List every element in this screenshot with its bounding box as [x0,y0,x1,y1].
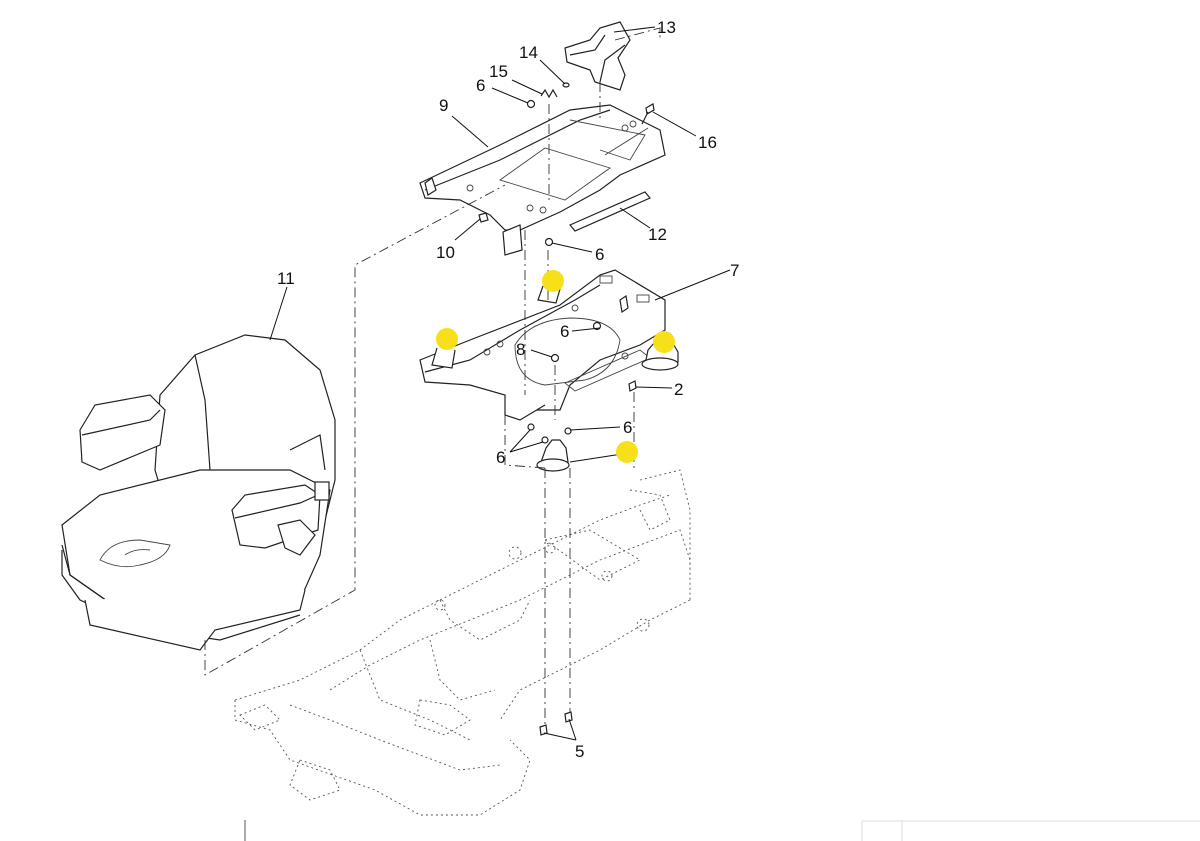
callout-6-plate: 6 [560,322,569,341]
seat-plate-drawing [419,269,679,421]
page-edge-marks [244,820,1200,841]
callout-labels: 13 14 15 6 9 16 12 10 6 11 7 6 8 2 6 6 5 [277,18,739,761]
tractor-frame-drawing [234,469,691,816]
leader-lines [269,26,731,741]
callout-6-frame: 6 [595,245,604,264]
callout-15: 15 [489,62,508,81]
callout-11: 11 [277,269,295,288]
highlight-marker-isolator-left [436,328,458,350]
seat-drawing [61,334,336,651]
callout-16: 16 [698,133,717,152]
callout-12: 12 [648,225,667,244]
callout-6-right: 6 [623,418,632,437]
bracket-drawing [564,21,631,91]
hardware-drawing [478,82,655,736]
callout-14: 14 [519,43,538,62]
callout-7: 7 [730,261,739,280]
callout-8: 8 [516,340,525,359]
callout-6-left: 6 [496,448,505,467]
highlight-marker-isolator-top [542,270,564,292]
callout-13: 13 [657,18,676,37]
highlight-marker-isolator-right [653,331,675,353]
assembly-lines [204,27,661,725]
highlight-marker-isolator-lower [616,441,638,463]
callout-2: 2 [674,380,683,399]
callout-6-top: 6 [476,76,485,95]
highlight-markers [436,270,675,463]
callout-9: 9 [439,96,448,115]
support-frame-drawing [419,104,666,256]
callout-5: 5 [575,742,584,761]
callout-10: 10 [436,243,455,262]
